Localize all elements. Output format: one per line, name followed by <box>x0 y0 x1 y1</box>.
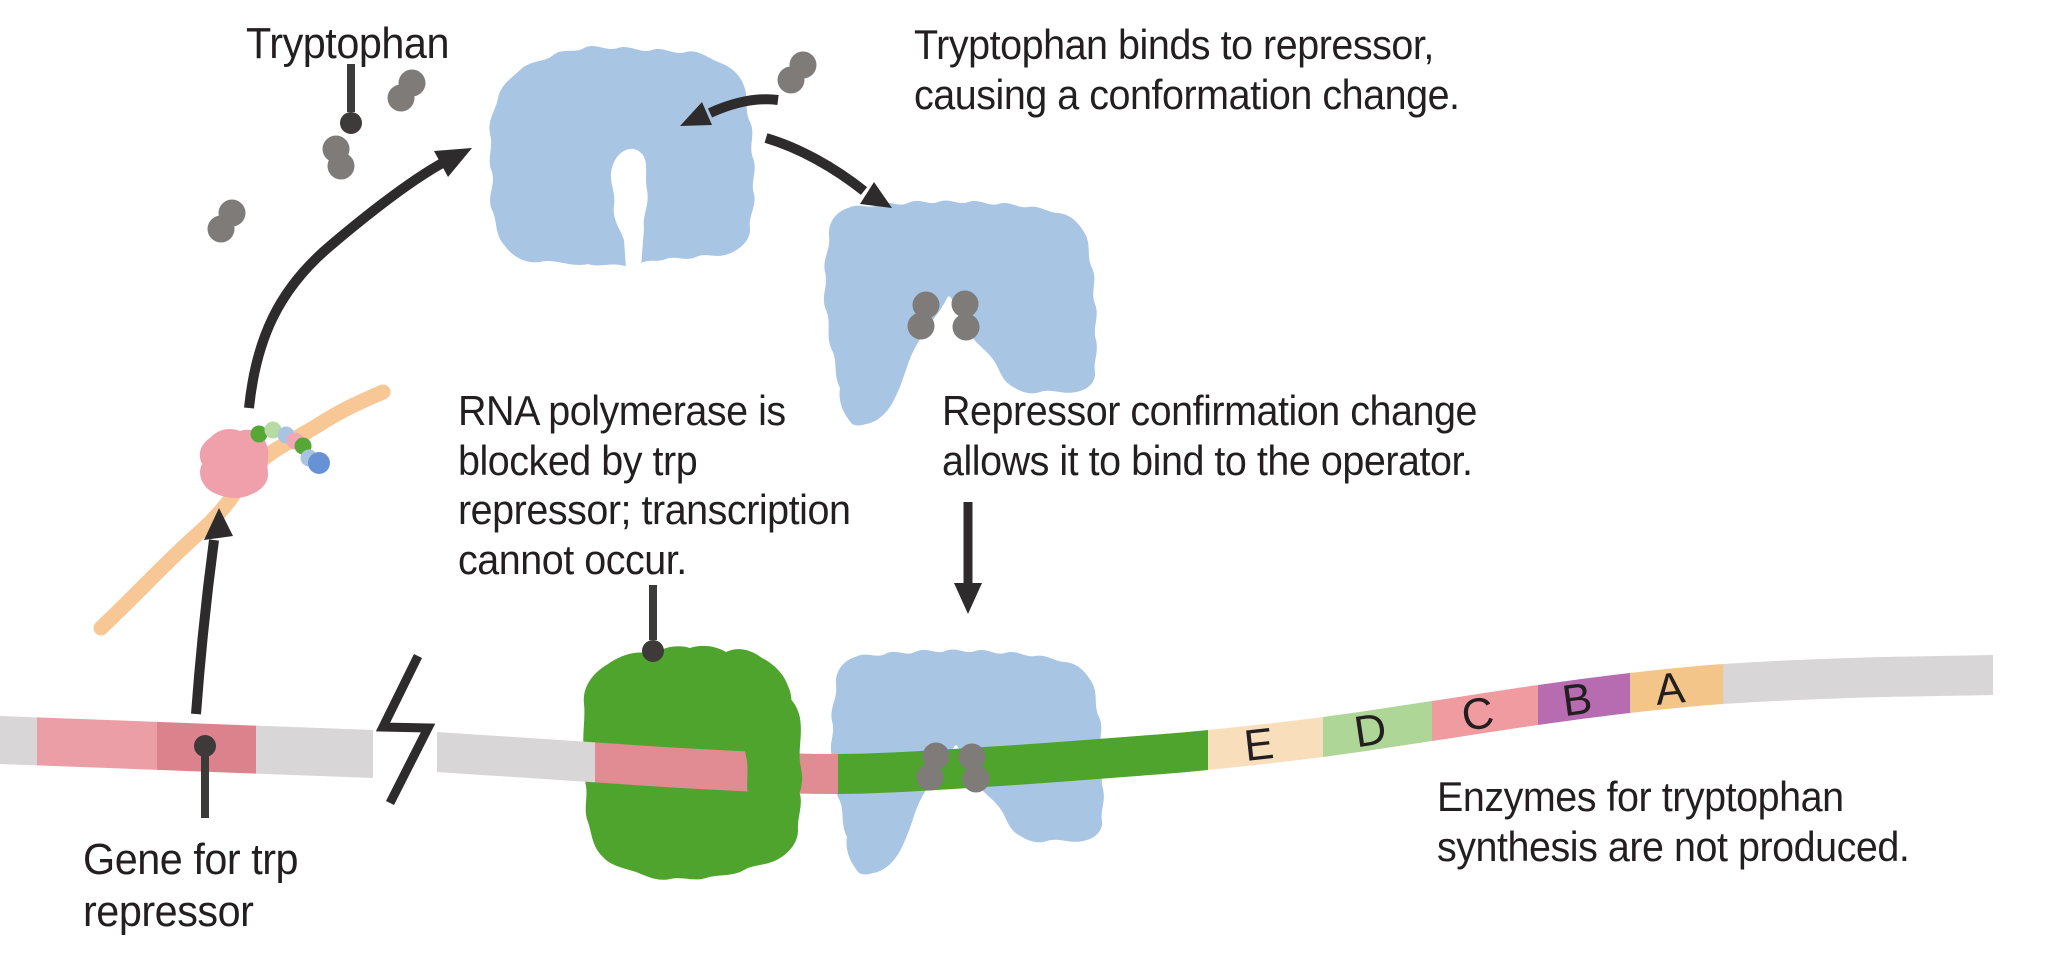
pointer-gene <box>194 735 216 818</box>
tryptophan-molecule-operator-right <box>958 743 990 793</box>
arrow-ribosome-to-repressor <box>244 148 472 409</box>
dna-segment-gene-a <box>1630 664 1723 713</box>
dna-segment-spacer-left <box>437 732 595 783</box>
dna-segment-gene-b <box>1538 673 1630 725</box>
arrow-repressor-to-active <box>764 133 892 208</box>
dna-segment-gene-c <box>1432 685 1538 741</box>
gene-label-B: B <box>1559 674 1595 726</box>
dna-segment-regulator-light <box>37 717 157 770</box>
mrna-strand <box>93 384 391 636</box>
ribosome <box>199 429 269 498</box>
dna-segment-spacer-right <box>1723 655 1993 704</box>
dna-segment-left-gray-2 <box>256 725 373 778</box>
caption-gene-for-trp: Gene for trp repressor <box>83 835 299 936</box>
dna-segment-gene-e <box>1208 717 1323 770</box>
label-tryptophan: Tryptophan <box>246 19 449 68</box>
tryptophan-molecule <box>777 51 817 94</box>
caption-conformation: Repressor confirmation change allows it … <box>942 387 1477 484</box>
amino-acid-bead <box>308 452 330 474</box>
dna-segment-left-gray-1 <box>0 716 37 766</box>
caption-blocked: RNA polymerase is blocked by trp repress… <box>458 387 851 583</box>
tryptophan-molecule-operator-left <box>916 742 950 791</box>
repressor-binding-cleft <box>610 148 648 268</box>
dna-strand-left <box>0 716 373 778</box>
gene-label-E: E <box>1242 719 1277 771</box>
repressor-active <box>823 200 1097 426</box>
tryptophan-molecule <box>387 69 426 112</box>
tryptophan-molecule-bound-right <box>951 290 980 341</box>
gene-label-A: A <box>1653 663 1688 715</box>
pointer-blocked <box>642 585 664 662</box>
tryptophan-molecule <box>207 199 246 243</box>
amino-acid-bead <box>264 421 282 439</box>
arrow-gene-to-ribosome <box>191 508 233 715</box>
pointer-tryptophan <box>340 64 362 134</box>
arrow-to-operator <box>954 502 982 614</box>
tryptophan-molecule-bound-left <box>907 291 940 340</box>
caption-enzymes: Enzymes for tryptophan synthesis are not… <box>1437 773 1910 870</box>
gene-label-C: C <box>1458 688 1497 741</box>
tryptophan-molecule <box>322 135 355 180</box>
caption-binds: Tryptophan binds to repressor, causing a… <box>914 21 1460 118</box>
rna-polymerase-front-lobe <box>743 687 803 816</box>
dna-break-icon <box>375 654 436 806</box>
amino-acid-bead <box>250 425 268 443</box>
gene-label-D: D <box>1351 704 1390 757</box>
amino-acid-chain <box>250 421 330 474</box>
dna-segment-gene-d <box>1323 701 1432 757</box>
arrow-tryptophan-to-repressor <box>680 94 779 126</box>
gene-labels: E D C B A <box>1242 663 1688 771</box>
